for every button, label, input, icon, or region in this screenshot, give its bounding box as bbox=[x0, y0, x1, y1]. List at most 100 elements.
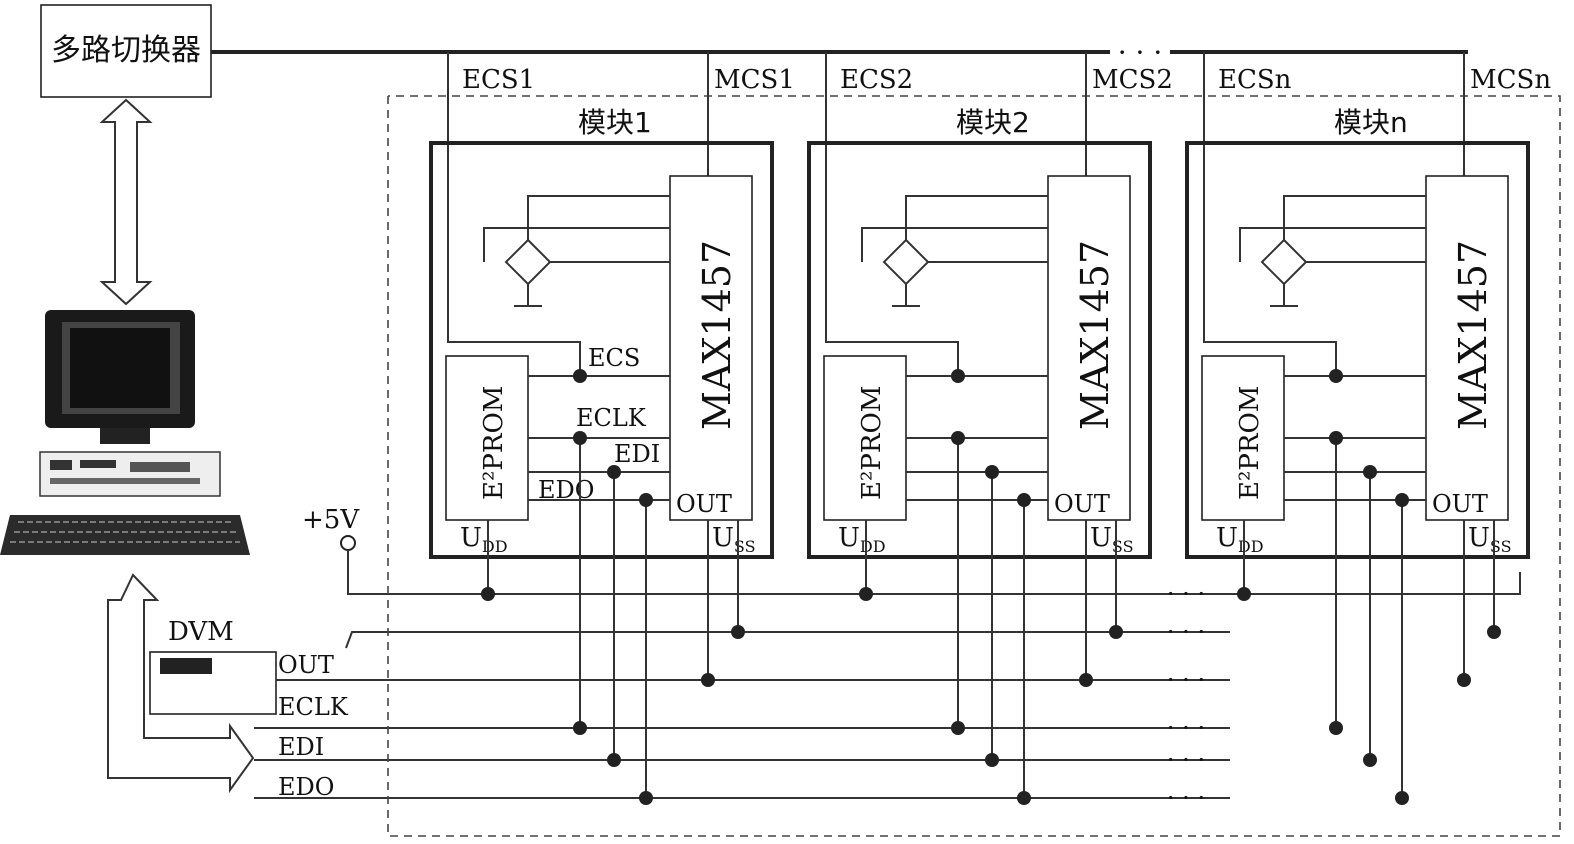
junction-dot bbox=[1237, 587, 1251, 601]
sensor-bridge-icon bbox=[1260, 238, 1308, 286]
bus-ellipses: · · · · · · · · · · · · · · · · · · bbox=[1167, 580, 1205, 812]
junction-dot bbox=[639, 791, 653, 805]
ellipsis-edi: · · · bbox=[1167, 746, 1205, 774]
junction-dot bbox=[951, 369, 965, 383]
uss-label: USS bbox=[1090, 523, 1134, 556]
junction-dot bbox=[607, 753, 621, 767]
junction-dot bbox=[1457, 673, 1471, 687]
sensor-wiring bbox=[861, 195, 1048, 307]
junction-dot bbox=[1329, 431, 1343, 445]
junction-dot bbox=[573, 369, 587, 383]
ground-wire bbox=[345, 631, 1230, 649]
bus-label-out: OUT bbox=[278, 651, 334, 679]
eeprom-label: E²PROM bbox=[479, 386, 509, 500]
junction-dot bbox=[731, 625, 745, 639]
junction-dot bbox=[639, 493, 653, 507]
mcs-select-label: MCS2 bbox=[1092, 65, 1173, 95]
pin-label-eclk: ECLK bbox=[576, 404, 647, 432]
supply-5v: +5V bbox=[302, 505, 1230, 595]
bus-label-edo: EDO bbox=[278, 773, 334, 801]
bus-label-edi: EDI bbox=[278, 733, 324, 761]
chip-out-pin: OUT bbox=[676, 490, 732, 518]
multiplexer-label: 多路切换器 bbox=[51, 33, 201, 68]
mcs-select-label: MCSn bbox=[1470, 65, 1551, 95]
module-box bbox=[807, 141, 1152, 559]
ellipsis-edo: · · · bbox=[1167, 784, 1205, 812]
pin-label-ecs: ECS bbox=[588, 344, 640, 372]
junction-dot bbox=[1363, 465, 1377, 479]
junction-dot bbox=[701, 673, 715, 687]
udd-label: UDD bbox=[460, 523, 508, 556]
max1457-label: MAX1457 bbox=[695, 240, 739, 430]
ecs-select-line bbox=[447, 52, 581, 376]
pin-label-edo: EDO bbox=[538, 476, 594, 504]
junction-dot bbox=[1363, 753, 1377, 767]
supply-wire-end bbox=[1230, 572, 1521, 595]
ellipsis-supply: · · · bbox=[1167, 580, 1205, 608]
max1457-label: MAX1457 bbox=[1451, 240, 1495, 430]
dvm-display bbox=[160, 658, 212, 674]
junction-dot bbox=[573, 721, 587, 735]
mcs-select-label: MCS1 bbox=[714, 65, 795, 95]
junction-dot bbox=[1487, 625, 1501, 639]
udd-label: UDD bbox=[838, 523, 886, 556]
dvm-label: DVM bbox=[168, 617, 234, 647]
junction-dot bbox=[985, 753, 999, 767]
junction-dot bbox=[573, 431, 587, 445]
ecs-select-label: ECSn bbox=[1218, 65, 1292, 95]
uss-label: USS bbox=[1468, 523, 1512, 556]
uss-label: USS bbox=[712, 523, 756, 556]
junction-dot bbox=[1395, 791, 1409, 805]
junction-dot bbox=[1017, 493, 1031, 507]
ecs-select-line bbox=[1203, 52, 1337, 376]
bus-label-eclk: ECLK bbox=[278, 693, 349, 721]
ecs-select-line bbox=[825, 52, 959, 376]
internal-bus bbox=[528, 375, 670, 501]
sensor-wiring bbox=[483, 195, 670, 307]
module-title: 模块1 bbox=[578, 106, 652, 139]
internal-bus bbox=[1284, 375, 1426, 501]
max1457-label: MAX1457 bbox=[1073, 240, 1117, 430]
junction-dot bbox=[1079, 673, 1093, 687]
chip-out-pin: OUT bbox=[1054, 490, 1110, 518]
supply-terminal-icon bbox=[340, 535, 356, 551]
ellipsis-eclk: · · · bbox=[1167, 714, 1205, 742]
module-box bbox=[1185, 141, 1530, 559]
module-box bbox=[429, 141, 774, 559]
supply-wire bbox=[347, 550, 1230, 595]
max1457-chip bbox=[1047, 175, 1131, 521]
multiplexer-box bbox=[40, 4, 212, 98]
junction-dot bbox=[951, 431, 965, 445]
junction-dot bbox=[951, 721, 965, 735]
junction-dot bbox=[1329, 369, 1343, 383]
max1457-chip bbox=[669, 175, 753, 521]
select-bus-ellipsis: · · · bbox=[1118, 36, 1163, 69]
internal-bus bbox=[906, 375, 1048, 501]
junction-dot bbox=[859, 587, 873, 601]
module-title: 模块n bbox=[1334, 106, 1408, 139]
eeprom-chip bbox=[1201, 355, 1285, 521]
junction-dot bbox=[985, 465, 999, 479]
junction-dot bbox=[1329, 721, 1343, 735]
chip-out-pin: OUT bbox=[1432, 490, 1488, 518]
ecs-select-label: ECS1 bbox=[462, 65, 535, 95]
junction-dot bbox=[1395, 493, 1409, 507]
sensor-bridge-icon bbox=[504, 238, 552, 286]
double-arrow-switcher-computer bbox=[99, 98, 153, 306]
module-enclosure bbox=[387, 95, 1561, 837]
eeprom-chip bbox=[823, 355, 907, 521]
junction-dot bbox=[1017, 791, 1031, 805]
eeprom-label: E²PROM bbox=[857, 386, 887, 500]
ecs-select-label: ECS2 bbox=[840, 65, 913, 95]
data-buses: OUT ECLK EDI EDO bbox=[254, 572, 1521, 801]
sensor-wiring bbox=[1239, 195, 1426, 307]
junction-dot bbox=[481, 587, 495, 601]
dvm-meter: DVM bbox=[149, 617, 1230, 715]
computer-icon bbox=[0, 310, 250, 555]
junction-dot bbox=[1109, 625, 1123, 639]
